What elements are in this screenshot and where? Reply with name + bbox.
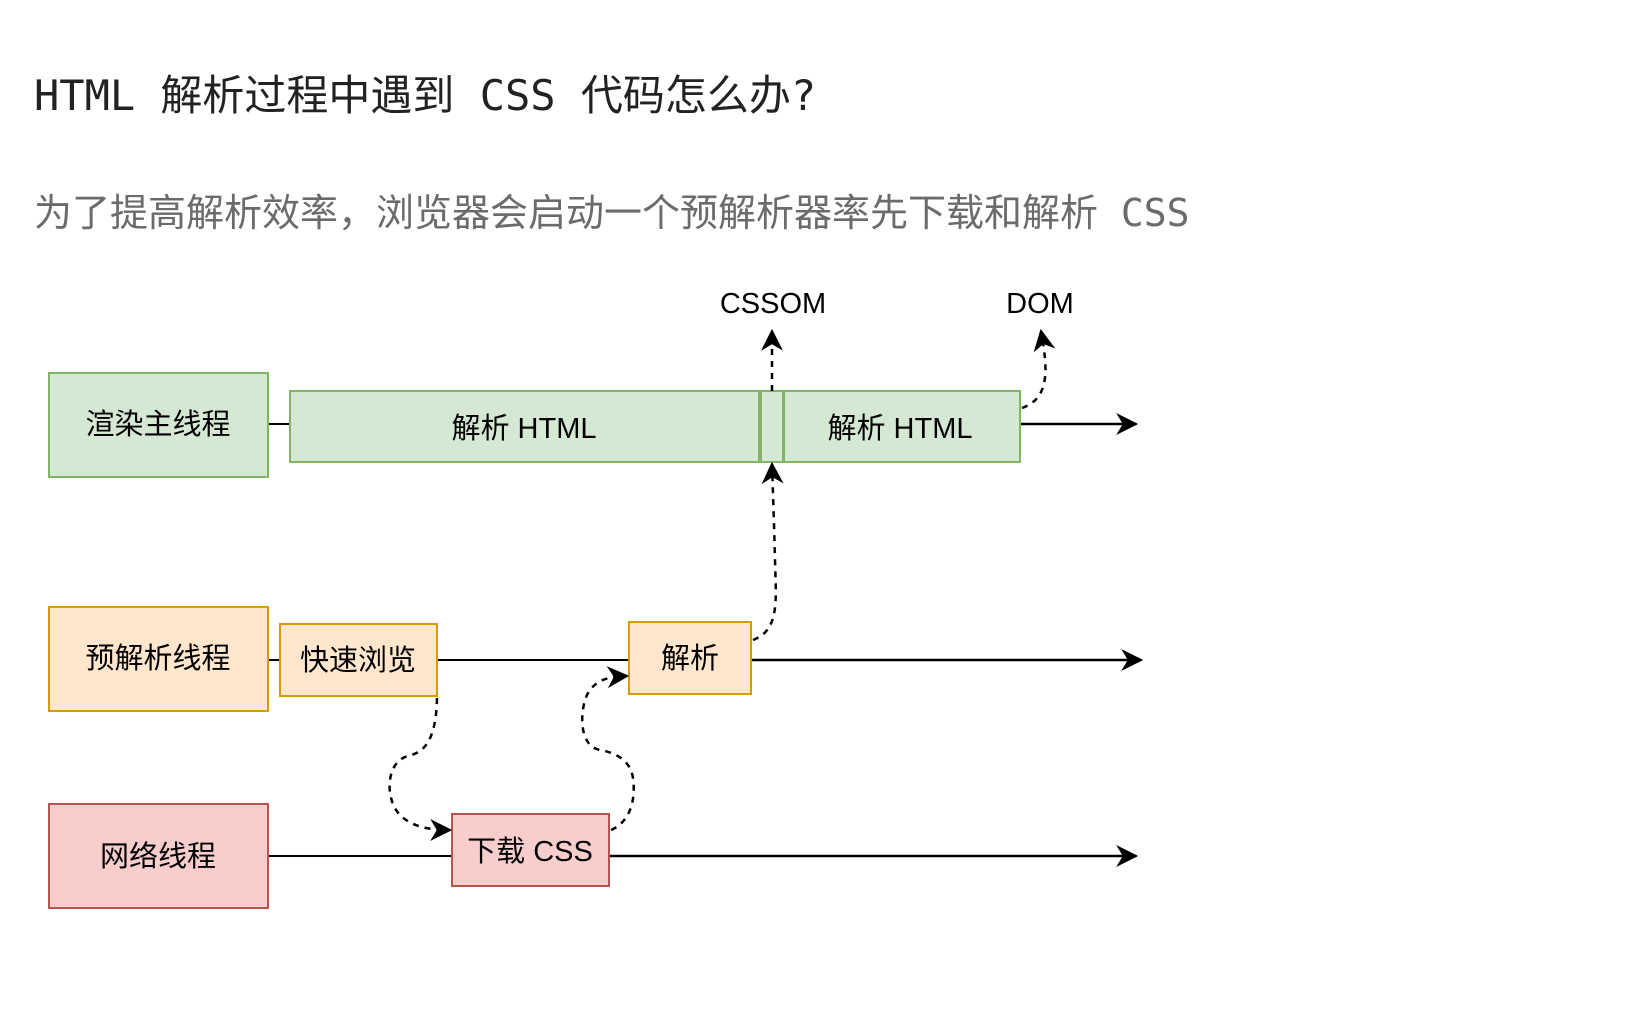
preparse-thread-label-box: 预解析线程 — [48, 606, 269, 712]
parse-html-label-2: 解析 HTML — [827, 412, 972, 445]
cssom-label: CSSOM — [720, 288, 826, 320]
parse-html-task-1: 解析 HTML — [289, 390, 760, 463]
browse-to-download-arrow — [388, 697, 453, 841]
quick-browse-task: 快速浏览 — [279, 623, 438, 697]
parse-to-cssom-arrow — [752, 461, 784, 642]
main-thread-label: 渲染主线程 — [85, 408, 230, 441]
page-subtitle: 为了提高解析效率，浏览器会启动一个预解析器率先下载和解析 CSS — [34, 191, 1190, 235]
parse-html-label-1: 解析 HTML — [451, 412, 596, 445]
parse-css-label: 解析 — [661, 642, 719, 675]
download-css-label: 下载 CSS — [467, 835, 593, 868]
parse-html-task-2: 解析 HTML — [783, 390, 1021, 463]
download-css-task: 下载 CSS — [451, 813, 610, 887]
preparse-thread-label: 预解析线程 — [85, 642, 230, 675]
quick-browse-label: 快速浏览 — [300, 644, 416, 677]
page-title: HTML 解析过程中遇到 CSS 代码怎么办? — [34, 71, 817, 120]
parse-css-task: 解析 — [628, 621, 752, 695]
network-thread-label-box: 网络线程 — [48, 803, 269, 909]
download-to-parse-arrow — [581, 666, 635, 832]
cssom-build-slice — [760, 390, 784, 463]
dom-output-arrow — [1021, 328, 1056, 410]
network-thread-label: 网络线程 — [100, 840, 216, 873]
dom-label: DOM — [1006, 288, 1074, 320]
main-thread-label-box: 渲染主线程 — [48, 372, 269, 478]
